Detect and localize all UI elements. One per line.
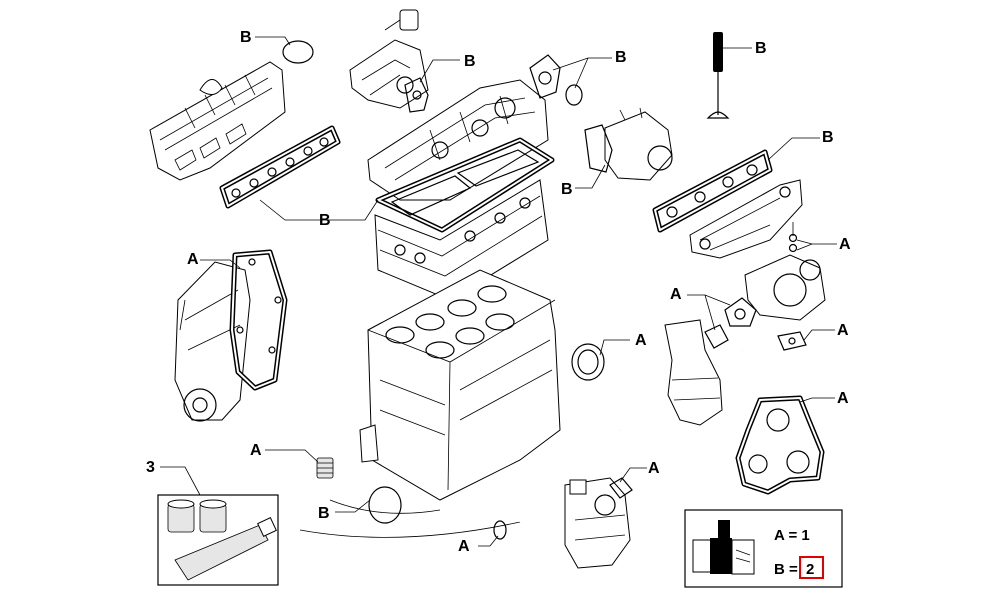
fuel-pump-icon [564,477,631,569]
exhaust-manifold-gasket-icon [652,149,773,233]
valve-icon [706,32,730,119]
catalytic-converter-icon [664,319,723,426]
label-3-sealant-kit: 3 [146,459,155,476]
turbo-stud-washers-icon [788,222,798,253]
legend-a-text: A = 1 [774,527,810,544]
engine-block-icon [299,269,561,538]
label-a-oil-return: A [837,322,849,339]
label-a-timing-cover: A [187,251,199,268]
head-gasket-icon [375,137,555,233]
leader-lines [160,36,837,547]
turbo-pipe-gasket-icon [724,297,757,327]
label-a-drain-plug: A [250,442,262,459]
oil-return-gasket-icon [704,324,807,351]
label-b-egr-gasket: B [464,53,476,70]
label-a-hose-oring: A [458,538,470,555]
legend-boxes-icon [692,520,755,575]
thermostat-housing-icon [604,107,673,181]
flange-gasket-icon [529,54,583,106]
legend-box [684,509,843,588]
hose-oring-icon [493,520,507,540]
rear-crank-seal-icon [571,343,605,381]
label-a-water-pump: A [837,390,849,407]
intake-manifold-gasket-icon [219,125,341,209]
drain-plug-icon [316,457,334,479]
label-b-thermostat-gasket: B [561,181,573,198]
label-b-valve: B [755,40,767,57]
label-a-rear-seal: A [635,332,647,349]
dipstick-tube-icon [325,270,379,446]
egr-valve-icon [349,9,429,109]
label-a-pump-clamp: A [648,460,660,477]
cylinder-head-cover-icon [367,79,549,201]
exhaust-manifold-icon [689,179,803,259]
label-b-exhaust-gasket: B [822,129,834,146]
oil-return-pipe-icon [741,347,799,379]
timing-cover-icon [174,261,251,422]
label-b-bottom-oring: B [318,505,330,522]
turbocharger-icon [744,254,826,321]
sealant-kit-box [157,494,279,586]
label-b-top-oring: B [240,29,252,46]
timing-cover-gasket-icon [229,249,288,391]
coolant-pipe-icon [517,427,622,523]
label-b-intake-gasket: B [319,212,331,229]
legend-b-value-highlight [799,556,824,579]
label-a-turbo-washers: A [839,236,851,253]
label-b-flange-gasket: B [615,49,627,66]
egr-gasket-icon [404,77,429,113]
legend-b-value: 2 [806,561,814,578]
thermostat-gasket-icon [584,124,613,173]
water-pump-gasket-icon [735,395,825,495]
top-oring-icon [282,40,314,64]
legend-b-text: B = [774,561,802,578]
intake-manifold-icon [149,61,286,181]
pump-clamp-icon [609,477,633,499]
gasket-kit-icon [167,499,227,533]
cylinder-head-icon [374,179,549,301]
label-a-turbo-pipe-gasket: A [670,286,682,303]
bottom-oring-icon [368,486,402,524]
sealant-tube-icon [174,517,277,581]
